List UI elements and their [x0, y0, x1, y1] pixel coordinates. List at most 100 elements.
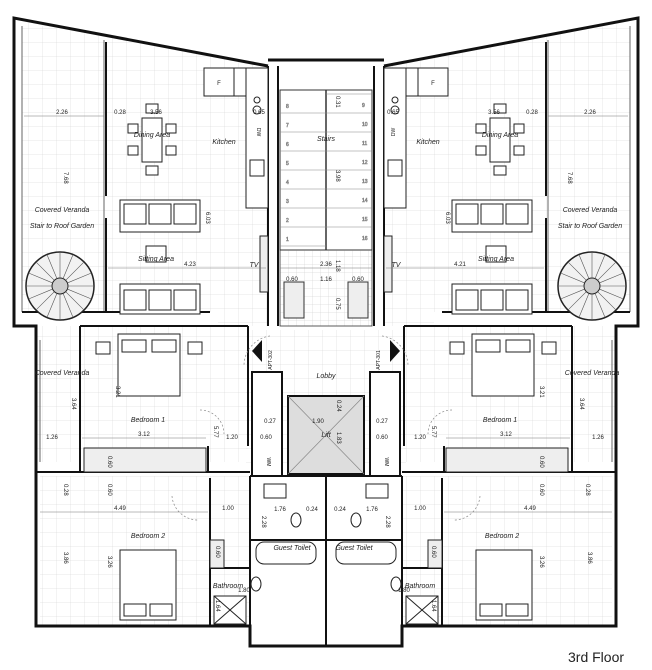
sofas-left	[119, 199, 201, 315]
kitchen-left	[203, 67, 269, 293]
label-veranda-right: Covered Veranda	[563, 207, 618, 214]
stair-step-number: 10	[362, 122, 368, 128]
dim: 5.77	[430, 426, 436, 438]
dim: 4.49	[524, 506, 536, 512]
dining-table-right	[475, 103, 525, 176]
stair-step-number: 16	[362, 236, 368, 242]
dimensions-center: 2.36 3.98 0.31 0.60 1.16 0.60 1.18 0.75 …	[260, 96, 388, 444]
label-dw-right: DW	[391, 128, 397, 137]
dim: 1.00	[414, 506, 426, 512]
dim: 0.24	[335, 400, 341, 412]
dim: 1.20	[226, 435, 238, 441]
spiral-tread	[35, 291, 55, 311]
balustrades	[21, 26, 631, 462]
dim: 7.68	[62, 172, 68, 184]
dim: 3.64	[70, 398, 76, 410]
dim: 2.26	[56, 110, 68, 116]
dim: 0.27	[376, 419, 388, 425]
dim: 0.24	[334, 507, 346, 513]
dim: 0.75	[334, 298, 340, 310]
spiral-tread	[67, 272, 92, 284]
dim: 4.21	[454, 262, 466, 268]
dim: 1.16	[320, 277, 332, 283]
dim: 3.21	[538, 386, 544, 398]
dim: 3.86	[586, 552, 592, 564]
dim: 1.76	[274, 507, 286, 513]
spiral-tread	[62, 254, 74, 279]
dimensions-left: 2.26 0.28 3.56 0.65 7.68 6.03 4.23 3.64 …	[24, 110, 318, 612]
dim: 6.03	[444, 212, 450, 224]
label-apt-302: APT-302	[268, 350, 274, 370]
dim: 1.18	[334, 260, 340, 272]
dim: 1.90	[312, 419, 324, 425]
spiral-tread	[578, 254, 590, 279]
dim: 0.60	[214, 546, 220, 558]
spiral-stair-right	[557, 251, 627, 321]
dim: 0.27	[264, 419, 276, 425]
dim: 0.24	[306, 507, 318, 513]
label-tv-left: TV	[250, 262, 260, 269]
label-tv-right: TV	[392, 262, 402, 269]
dim: 0.60	[538, 456, 544, 468]
bath-fixtures	[213, 483, 439, 625]
spiral-tread	[594, 293, 606, 318]
dim: 3.26	[106, 556, 112, 568]
spiral-tread	[28, 288, 53, 300]
spiral-tread	[599, 272, 624, 284]
spiral-stair-left	[25, 251, 95, 321]
dim: 1.76	[366, 507, 378, 513]
dim: 0.60	[260, 435, 272, 441]
room-labels: Dining Area Dining Area Kitchen Kitchen …	[30, 81, 622, 590]
spiral-tread	[560, 288, 585, 300]
stair-step-number: 8	[286, 104, 289, 110]
stair-step-number: 2	[286, 218, 289, 224]
dim: 3.12	[138, 432, 150, 438]
label-bedroom1-right: Bedroom 1	[483, 417, 517, 424]
dim: 0.60	[376, 435, 388, 441]
label-lobby: Lobby	[316, 373, 336, 380]
spiral-tread	[560, 272, 585, 284]
dim: 0.28	[526, 110, 538, 116]
dim: 1.00	[222, 506, 234, 512]
bedroom1-left-furniture	[83, 333, 207, 473]
dim: 0.65	[253, 110, 265, 116]
label-apt-301: APT-301	[376, 350, 382, 370]
label-lift: Lift	[321, 432, 331, 439]
sofas-right	[451, 199, 533, 315]
stair-step-number: 14	[362, 198, 368, 204]
dim: 1.26	[46, 435, 58, 441]
stair-step-number: 4	[286, 180, 289, 186]
spiral-tread	[62, 293, 74, 318]
spiral-tread	[597, 261, 617, 281]
label-stair-roof-left: Stair to Roof Garden	[30, 223, 94, 230]
floor-label: 3rd Floor	[568, 649, 625, 665]
dining-table-left	[127, 103, 177, 176]
label-veranda-left: Covered Veranda	[35, 207, 90, 214]
spiral-tread	[35, 261, 55, 281]
spiral-tread	[46, 254, 58, 279]
dim: 2.36	[320, 262, 332, 268]
label-stair-roof-right: Stair to Roof Garden	[558, 223, 622, 230]
stair-step-number: 13	[362, 179, 368, 185]
label-wm-left: WM	[265, 458, 271, 467]
dim: 3.86	[62, 552, 68, 564]
dim: 1.20	[414, 435, 426, 441]
spiral-tread	[594, 254, 606, 279]
dim: 0.60	[352, 277, 364, 283]
label-guest-toilet-right: Guest Toilet	[335, 545, 373, 552]
spiral-tread	[597, 291, 617, 311]
spiral-tread	[567, 261, 587, 281]
dim: 2.28	[260, 516, 266, 528]
dim: 6.03	[204, 212, 210, 224]
entrance-arrow-right	[390, 340, 400, 362]
dim: 3.64	[578, 398, 584, 410]
outer-walls	[12, 16, 640, 648]
stair-step-number: 12	[362, 160, 368, 166]
dim: 1.64	[214, 600, 220, 612]
dim: 0.28	[62, 484, 68, 496]
spiral-tread	[67, 288, 92, 300]
label-kitchen-left: Kitchen	[212, 139, 235, 146]
stair-step-number: 11	[362, 141, 367, 147]
dim: 7.68	[566, 172, 572, 184]
